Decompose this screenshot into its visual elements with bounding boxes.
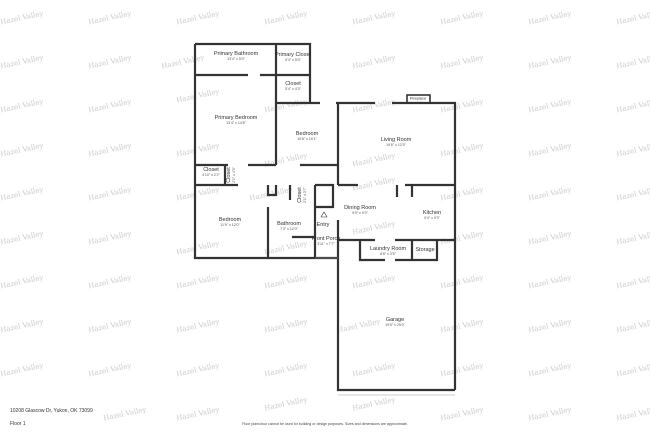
room-dimensions: 5'4" x 4'3" bbox=[285, 87, 301, 92]
room-dimensions: 7'3" x 12'0" bbox=[280, 227, 298, 232]
room-name: Primary Bathroom bbox=[213, 50, 259, 57]
address: 10208 Glascow Dr, Yukon, OK 73099 bbox=[10, 408, 93, 414]
room-dimensions: 5'4" x 5'0" bbox=[285, 58, 301, 63]
room-name: Bedroom bbox=[218, 216, 242, 223]
room-name: Laundry Room bbox=[369, 245, 407, 252]
room-dimensions: 2'1" x 3'7" bbox=[303, 187, 308, 203]
room-dimensions: 19'6" x 12'5" bbox=[386, 143, 406, 148]
room-name: Fireplace bbox=[409, 95, 427, 101]
room-name: Bedroom bbox=[295, 130, 319, 137]
room-name: Bathroom bbox=[277, 220, 301, 227]
room-name: Entry bbox=[316, 221, 330, 228]
room-dimensions: 2'1" x 4'3" bbox=[232, 167, 237, 183]
fireplace bbox=[406, 94, 431, 104]
room-name: Garage bbox=[385, 316, 405, 323]
room-dimensions: 9'4" x 9'3" bbox=[424, 216, 440, 221]
room-name: Primary Bedroom bbox=[214, 114, 258, 121]
room-dimensions: 10'6" x 10'1" bbox=[297, 137, 317, 142]
room-label: Entry bbox=[317, 222, 330, 228]
room-name: Dining Room bbox=[344, 204, 376, 211]
room-name: Kitchen bbox=[422, 209, 442, 216]
room-label: Storage bbox=[415, 247, 434, 253]
room-name: Storage bbox=[415, 246, 435, 253]
room-dimensions: 13'4" x 14'8" bbox=[226, 121, 246, 126]
room-name: Closet bbox=[285, 80, 301, 87]
disclaimer: Floor plans/tour cannot be used for buil… bbox=[242, 422, 408, 426]
room-dimensions: 3'11" x 7'7" bbox=[317, 242, 335, 247]
room-dimensions: 8'6" x 3'5" bbox=[380, 252, 396, 257]
room-dimensions: 4'10" x 2'2" bbox=[202, 173, 220, 178]
room-name: Closet bbox=[203, 166, 219, 173]
room-dimensions: 19'5" x 25'0" bbox=[385, 323, 405, 328]
room-name: Living Room bbox=[380, 136, 412, 143]
room-name: Primary Closet bbox=[274, 51, 312, 58]
room-label: Fireplace bbox=[409, 95, 427, 102]
room-name: Front Porch bbox=[311, 235, 341, 242]
room-dimensions: 11'9" x 12'0" bbox=[220, 223, 240, 228]
room-dimensions: 13'4" x 5'0" bbox=[227, 57, 245, 62]
room-dimensions: 9'9" x 9'3" bbox=[352, 211, 368, 216]
floor-label: Floor 1 bbox=[10, 421, 26, 427]
